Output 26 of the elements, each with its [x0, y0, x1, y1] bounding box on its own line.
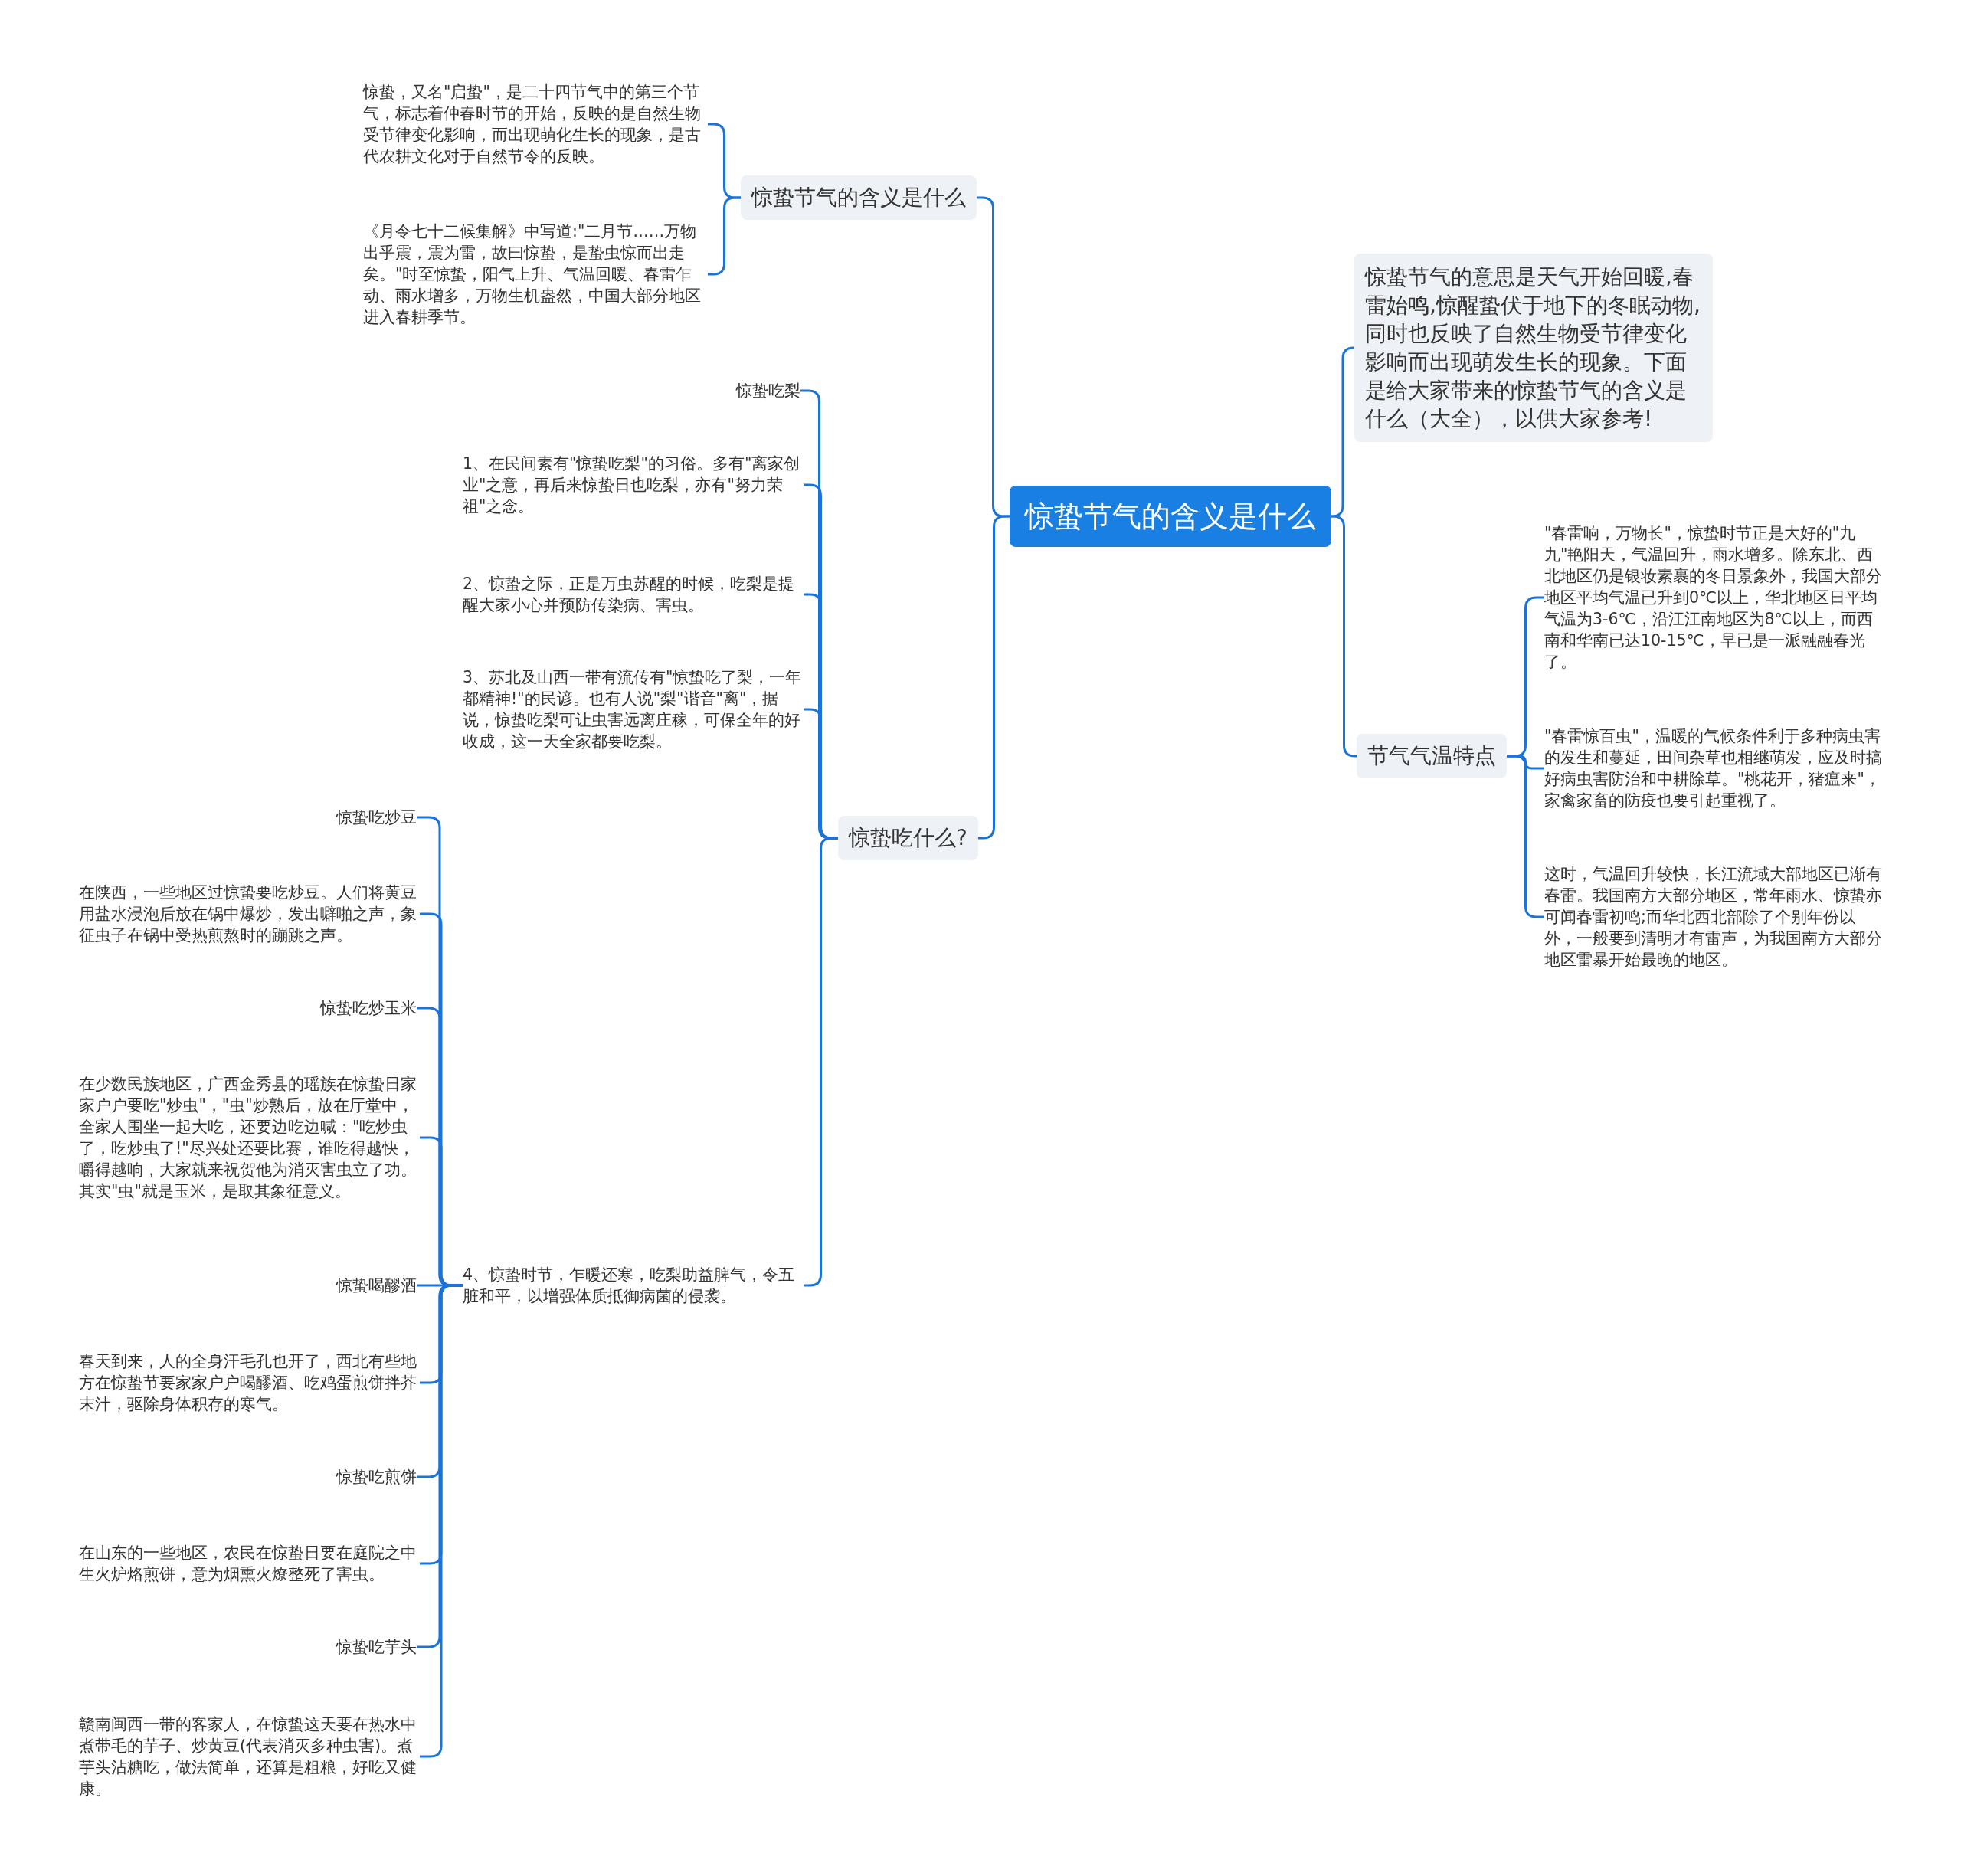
subtopic-text: 惊蛰喝醪酒: [336, 1275, 417, 1296]
note-box: 惊蛰节气的意思是天气开始回暖,春雷始鸣,惊醒蛰伏于地下的冬眠动物,同时也反映了自然生物受节律变化影响而出现萌发生长的现象。下面是给大家带来的惊蛰节气的含义是什么（大全），以供大家参考!: [1354, 254, 1713, 442]
paragraph: 这时，气温回升较快，长江流域大部地区已渐有春雷。我国南方大部分地区，常年雨水、惊蛰亦可闻春雷初鸣;而华北西北部除了个别年份以外，一般要到清明才有雷声，为我国南方大部分地区雷暴开始最晚的地区。: [1544, 863, 1885, 971]
paragraph: 在少数民族地区，广西金秀县的瑶族在惊蛰日家家户户要吃"炒虫"，"虫"炒熟后，放在厅堂中，全家人围坐一起大吃，还要边吃边喊："吃炒虫了，吃炒虫了!"尽兴处还要比赛，谁吃得越快，嚼得越响，大家就来祝贺他为消灭害虫立了功。其实"虫"就是玉米，是取其象征意义。: [79, 1073, 420, 1202]
connector-line: [978, 515, 1010, 840]
topic-box: 惊蛰节气的含义是什么: [741, 175, 977, 220]
subtopic-text: 惊蛰吃炒玉米: [320, 997, 417, 1019]
paragraph: "春雷响，万物长"，惊蛰时节正是大好的"九九"艳阳天，气温回升，雨水增多。除东北、西北地区仍是银妆素裹的冬日景象外，我国大部分地区平均气温已升到0℃以上，华北地区日平均气温为3-6℃，沿江江南地区为8℃以上，而西南和华南已达10-15℃，早已是一派融融春光了。: [1544, 522, 1885, 673]
paragraph: 赣南闽西一带的客家人，在惊蛰这天要在热水中煮带毛的芋子、炒黄豆(代表消灭多种虫害)。煮芋头沾糖吃，做法简单，还算是粗粮，好吃又健康。: [79, 1714, 420, 1799]
topic-box: 节气气温特点: [1357, 734, 1507, 778]
subtopic-text: 惊蛰吃炒豆: [336, 807, 417, 828]
paragraph: 《月令七十二候集解》中写道:"二月节……万物出乎震，震为雷，故曰惊蛰，是蛰虫惊而出走矣。"时至惊蛰，阳气上升、气温回暖、春雷乍动、雨水增多，万物生机盎然，中国大部分地区进入春耕季节。: [363, 221, 708, 328]
paragraph: 在山东的一些地区，农民在惊蛰日要在庭院之中生火炉烙煎饼，意为烟熏火燎整死了害虫。: [79, 1542, 420, 1585]
paragraph: 3、苏北及山西一带有流传有"惊蛰吃了梨，一年都精神!"的民谚。也有人说"梨"谐音"离"，据说，惊蛰吃梨可让虫害远离庄稼，可保全年的好收成，这一天全家都要吃梨。: [463, 666, 804, 752]
paragraph: 1、在民间素有"惊蛰吃梨"的习俗。多有"离家创业"之意，再后来惊蛰日也吃梨，亦有"努力荣祖"之念。: [463, 453, 804, 517]
paragraph: 春天到来，人的全身汗毛孔也开了，西北有些地方在惊蛰节要家家户户喝醪酒、吃鸡蛋煎饼拌芥末汁，驱除身体积存的寒气。: [79, 1351, 420, 1415]
subtopic-text: 惊蛰吃煎饼: [336, 1466, 417, 1488]
paragraph: 4、惊蛰时节，乍暖还寒，吃梨助益脾气，令五脏和平，以增强体质抵御病菌的侵袭。: [463, 1264, 804, 1307]
topic-box: 惊蛰吃什么?: [838, 816, 978, 860]
paragraph: "春雷惊百虫"，温暖的气候条件利于多种病虫害的发生和蔓延，田间杂草也相继萌发，应及时搞好病虫害防治和中耕除草。"桃花开，猪瘟来"，家禽家畜的防疫也要引起重视了。: [1544, 725, 1885, 811]
central-topic-box: 惊蛰节气的含义是什么: [1010, 486, 1331, 547]
subtopic-text: 惊蛰吃芋头: [336, 1636, 417, 1658]
paragraph: 2、惊蛰之际，正是万虫苏醒的时候，吃梨是提醒大家小心并预防传染病、害虫。: [463, 573, 804, 616]
paragraph: 在陕西，一些地区过惊蛰要吃炒豆。人们将黄豆用盐水浸泡后放在锅中爆炒，发出噼啪之声，象征虫子在锅中受热煎熬时的蹦跳之声。: [79, 882, 420, 946]
paragraph: 惊蛰，又名"启蛰"，是二十四节气中的第三个节气，标志着仲春时节的开始，反映的是自然生物受节律变化影响，而出现萌化生长的现象，是古代农耕文化对于自然节令的反映。: [363, 81, 708, 167]
subtopic-text: 惊蛰吃梨: [736, 380, 800, 401]
